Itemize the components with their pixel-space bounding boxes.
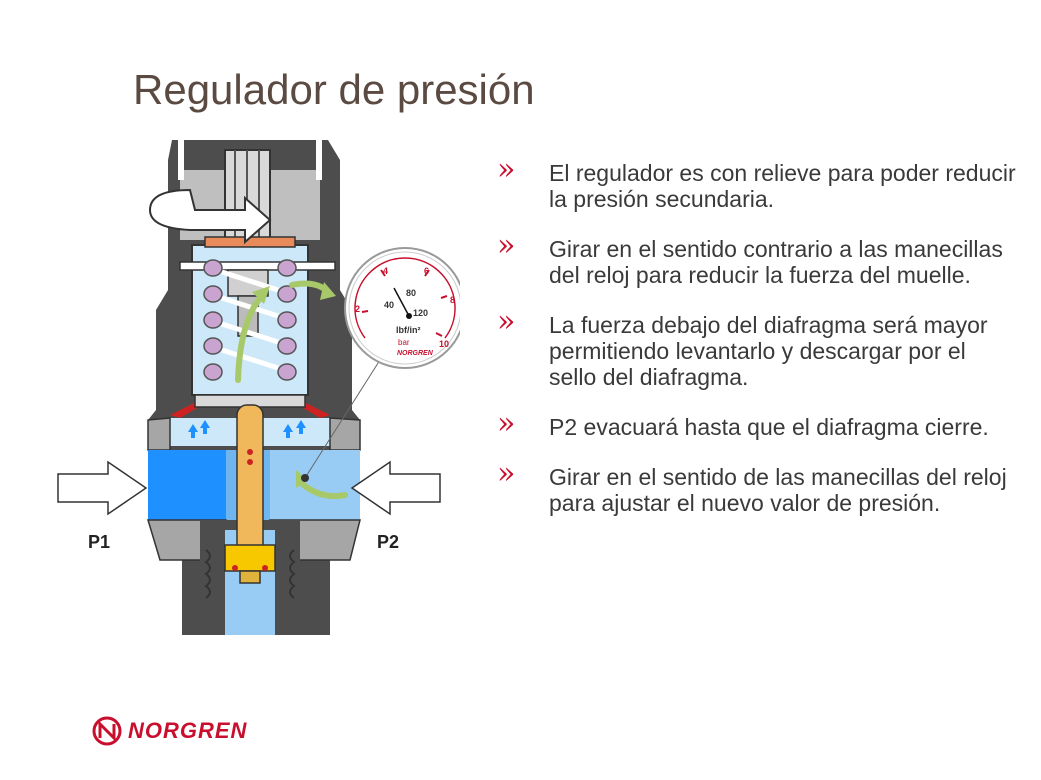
rotation-arrow [148,188,272,245]
norgren-emblem-icon [92,716,122,746]
bullet-item: » Girar en el sentido contrario a las man… [497,228,1017,289]
bullet-text: Girar en el sentido de las manecillas de… [549,464,1007,516]
gauge-brand: NORGREN [397,350,434,357]
port-label-p1: P1 [88,532,110,552]
inlet-chamber [148,450,226,520]
gauge-psi-40: 40 [384,300,394,310]
bullet-item: » La fuerza debajo del diafragma será may… [497,304,1017,391]
bullet-text: La fuerza debajo del diafragma será mayo… [549,312,988,390]
page-title: Regulador de presión [133,66,535,113]
bullet-item: » P2 evacuará hasta que el diafragma cier… [497,406,1017,441]
gauge-needle [393,287,410,317]
valve-stem [236,404,264,556]
outlet-arrow-p2 [350,460,441,516]
gauge-unit-bar: bar [398,338,410,347]
bullet-text: P2 evacuará hasta que el diafragma cierr… [549,414,989,440]
bullet-marker-icon: » [497,406,516,441]
gauge-psi-120: 120 [413,308,428,318]
gauge-label-2: 2 [355,304,360,314]
gauge-label-6: 6 [424,266,429,276]
bullet-text: El regulador es con relieve para poder r… [549,160,1016,212]
norgren-logo: NORGREN [92,716,247,746]
gauge-label-8: 8 [450,295,455,305]
pressure-gauge: 2 4 6 8 10 40 80 120 lbf/in² bar NORGREN [344,247,460,369]
port-label-p2: P2 [377,532,399,552]
gauge-psi-80: 80 [406,288,416,298]
pressure-regulator-diagram: P1 P2 2 4 6 8 10 40 80 120 lbf/in² bar N… [57,140,460,635]
spring [203,259,297,381]
bullet-item: » Girar en el sentido de las manecillas d… [497,456,1017,517]
gauge-unit-psi: lbf/in² [396,325,421,335]
bullet-marker-icon: » [497,456,516,491]
bullet-marker-icon: » [497,152,516,187]
bullet-item: » El regulador es con relieve para poder … [497,152,1017,213]
bullet-list: » El regulador es con relieve para poder … [497,152,1017,540]
bullet-marker-icon: » [497,228,516,263]
logo-wordmark: NORGREN [128,718,248,743]
bullet-marker-icon: » [497,304,516,339]
bullet-text: Girar en el sentido contrario a las mane… [549,236,1003,288]
outlet-chamber [270,450,360,520]
inlet-arrow-p1 [57,460,148,516]
gauge-label-10: 10 [439,339,449,349]
gauge-label-4: 4 [383,266,388,276]
